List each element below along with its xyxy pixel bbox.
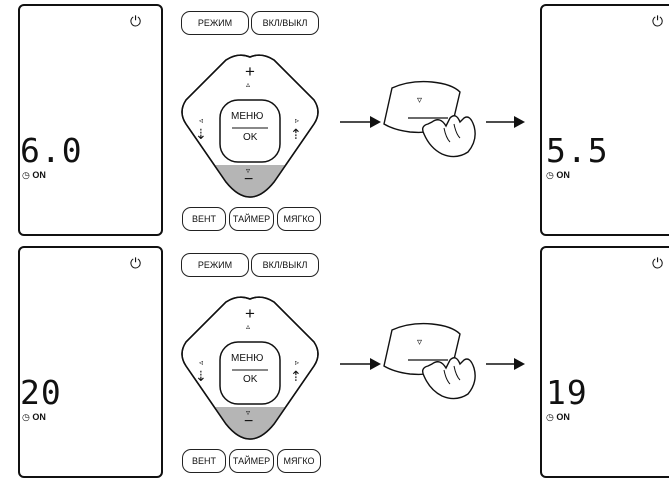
down-arrow-icon: ▿ [246, 408, 251, 417]
up-arrow-icon: ▵ [246, 322, 251, 331]
ok-label: OK [243, 374, 258, 385]
timer-status: ON [556, 170, 570, 180]
step-panel-top: ⏻ 6.0 ◷ ON РЕЖИМ ВКЛ/ВЫКЛ + ▵ ◃ ⇣ ▹ ⇡ МЕ… [0, 0, 669, 237]
mode-button[interactable]: РЕЖИМ [181, 11, 249, 35]
soft-button[interactable]: МЯГКО [277, 449, 321, 473]
direction-pad [181, 54, 319, 198]
mode-button[interactable]: РЕЖИМ [181, 253, 249, 277]
menu-ok-button[interactable] [219, 99, 281, 163]
menu-label: МЕНЮ [231, 353, 264, 364]
timer-status: ON [32, 412, 46, 422]
temperature-value: 6.0 [20, 131, 83, 170]
display-after: ⏻ 5.5 ◷ ON [540, 4, 669, 236]
fan-button[interactable]: ВЕНТ [182, 207, 226, 231]
power-button[interactable]: ВКЛ/ВЫКЛ [251, 253, 319, 277]
display-before: ⏻ 20 ◷ ON [18, 246, 163, 478]
left-arrow-icon: ◃ [199, 358, 204, 367]
ok-label: OK [243, 132, 258, 143]
timer-button[interactable]: ТАЙМЕР [229, 207, 274, 231]
timer-status: ON [556, 412, 570, 422]
display-before: ⏻ 6.0 ◷ ON [18, 4, 163, 236]
right-arrow-icon: ▹ [295, 358, 300, 367]
temperature-value: 19 [546, 373, 588, 412]
plus-button[interactable]: + [245, 304, 255, 323]
timer-indicator: ◷ ON [22, 412, 46, 422]
callout-down-arrow-icon: ▿ [417, 337, 423, 348]
clock-icon: ◷ [546, 412, 554, 422]
temperature-value: 20 [20, 373, 62, 412]
direction-pad [181, 296, 319, 440]
remote-graphics [181, 296, 525, 440]
timer-button[interactable]: ТАЙМЕР [229, 449, 274, 473]
power-icon: ⏻ [130, 255, 142, 271]
remote-graphics [181, 54, 525, 198]
pressed-button-callout [383, 80, 476, 158]
up-arrow-icon: ▵ [246, 80, 251, 89]
soft-button[interactable]: МЯГКО [277, 207, 321, 231]
flow-arrows [340, 358, 525, 370]
menu-ok-button[interactable] [219, 341, 281, 405]
step-panel-bottom: ⏻ 20 ◷ ON РЕЖИМ ВКЛ/ВЫКЛ + ▵ ◃ ⇣ ▹ ⇡ МЕН… [0, 242, 669, 479]
swing-left-icon[interactable]: ⇣ [195, 368, 207, 384]
timer-status: ON [32, 170, 46, 180]
callout-down-arrow-icon: ▿ [417, 95, 423, 106]
clock-icon: ◷ [546, 170, 554, 180]
timer-indicator: ◷ ON [22, 170, 46, 180]
temperature-value: 5.5 [546, 131, 609, 170]
left-arrow-icon: ◃ [199, 116, 204, 125]
power-icon: ⏻ [130, 13, 142, 29]
timer-indicator: ◷ ON [546, 170, 570, 180]
swing-right-icon[interactable]: ⇡ [290, 126, 302, 142]
swing-left-icon[interactable]: ⇣ [195, 126, 207, 142]
swing-right-icon[interactable]: ⇡ [290, 368, 302, 384]
fan-button[interactable]: ВЕНТ [182, 449, 226, 473]
clock-icon: ◷ [22, 170, 30, 180]
right-arrow-icon: ▹ [295, 116, 300, 125]
power-button[interactable]: ВКЛ/ВЫКЛ [251, 11, 319, 35]
menu-label: МЕНЮ [231, 111, 264, 122]
flow-arrows [340, 116, 525, 128]
minus-button[interactable]: − [244, 171, 254, 188]
plus-button[interactable]: + [245, 62, 255, 81]
minus-button[interactable]: − [244, 413, 254, 430]
display-after: ⏻ 19 ◷ ON [540, 246, 669, 478]
power-icon: ⏻ [652, 255, 664, 271]
pressed-button-callout [383, 322, 476, 400]
down-arrow-icon: ▿ [246, 166, 251, 175]
timer-indicator: ◷ ON [546, 412, 570, 422]
power-icon: ⏻ [652, 13, 664, 29]
hand-icon [421, 115, 476, 158]
hand-icon [421, 357, 476, 400]
clock-icon: ◷ [22, 412, 30, 422]
